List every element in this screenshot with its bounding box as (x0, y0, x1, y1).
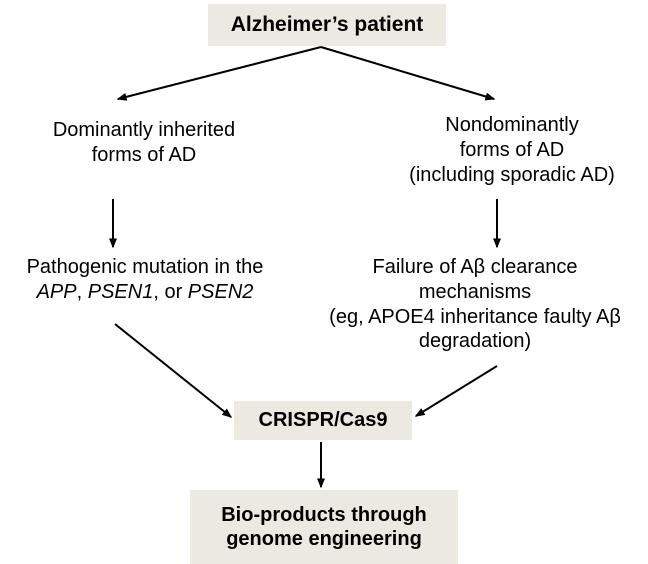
bio-products-line-1: Bio-products through (221, 503, 427, 526)
gene-psen2: PSEN2 (187, 280, 254, 303)
arrow-top-to-right-branch (320, 46, 496, 101)
node-failure-abeta-clearance: Failure of Aβ clearance mechanisms (eg, … (329, 256, 621, 353)
gene-app: APP (36, 280, 77, 303)
gene-sep-2: , or (153, 280, 188, 303)
node-crispr-cas9: CRISPR/Cas9 (234, 401, 412, 440)
pathogenic-prefix: Pathogenic mutation in the (26, 256, 264, 278)
arrow-top-to-left-branch (116, 46, 322, 101)
node-dominantly-inherited-forms: Dominantly inherited forms of AD (52, 119, 236, 166)
gene-sep-1: , (76, 280, 88, 303)
arrow-mutation-to-crispr (114, 323, 233, 418)
arrow-failure-to-crispr (414, 365, 498, 417)
node-nondominantly-forms: Nondominantly forms of AD (including spo… (409, 114, 615, 186)
node-alzheimers-patient: Alzheimer’s patient (208, 4, 446, 46)
gene-psen1: PSEN1 (87, 280, 154, 303)
bio-products-line-2: genome engineering (226, 528, 422, 550)
